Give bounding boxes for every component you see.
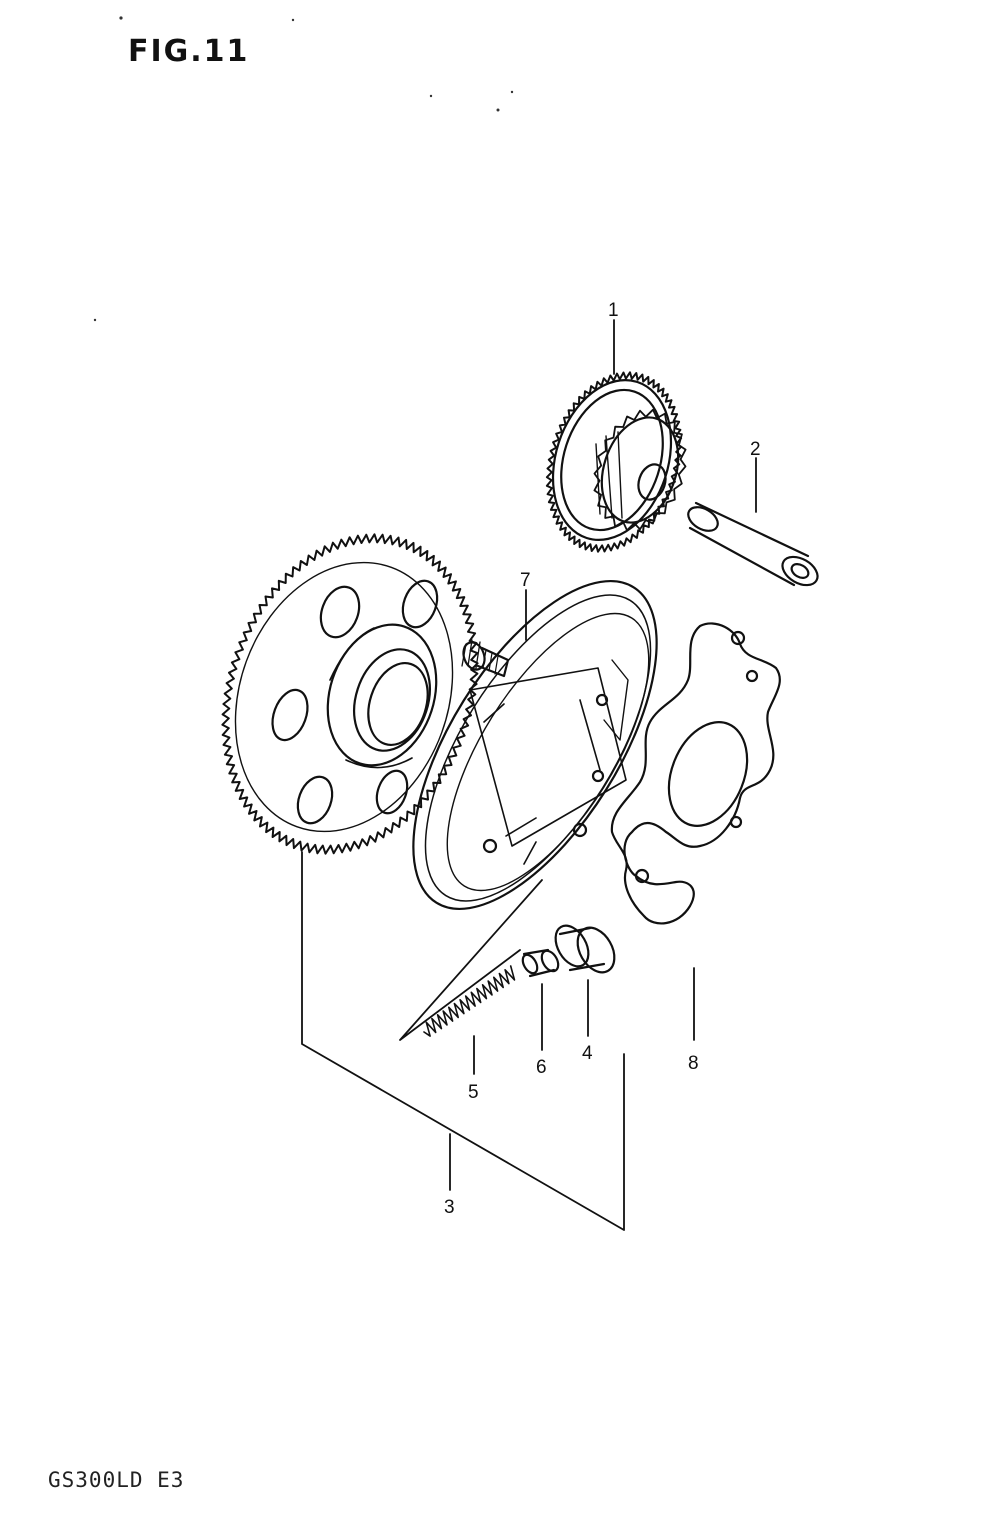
coil-spring-part <box>423 965 516 1037</box>
callout-5: 5 <box>468 1082 479 1103</box>
clutch-bolt-part <box>461 639 510 678</box>
callout-8: 8 <box>688 1053 699 1074</box>
starter-clutch-gear-part <box>221 533 479 855</box>
callout-6: 6 <box>536 1057 547 1078</box>
callout-2: 2 <box>750 439 761 460</box>
idle-gear-shaft-part <box>687 501 819 587</box>
leader-lines <box>301 319 757 1231</box>
model-code: GS300LD E3 <box>48 1468 185 1492</box>
spring-cap-part <box>521 948 560 978</box>
print-specks <box>93 16 514 322</box>
idle-gear-part <box>545 371 687 553</box>
cam-plate-part <box>610 622 781 925</box>
clutch-roller-part <box>554 924 616 974</box>
callout-3: 3 <box>444 1197 455 1218</box>
callout-4: 4 <box>582 1043 593 1064</box>
callout-1: 1 <box>608 300 619 321</box>
one-way-clutch-body <box>412 580 658 910</box>
figure-title: FIG.11 <box>128 34 250 69</box>
callout-7: 7 <box>520 570 531 591</box>
